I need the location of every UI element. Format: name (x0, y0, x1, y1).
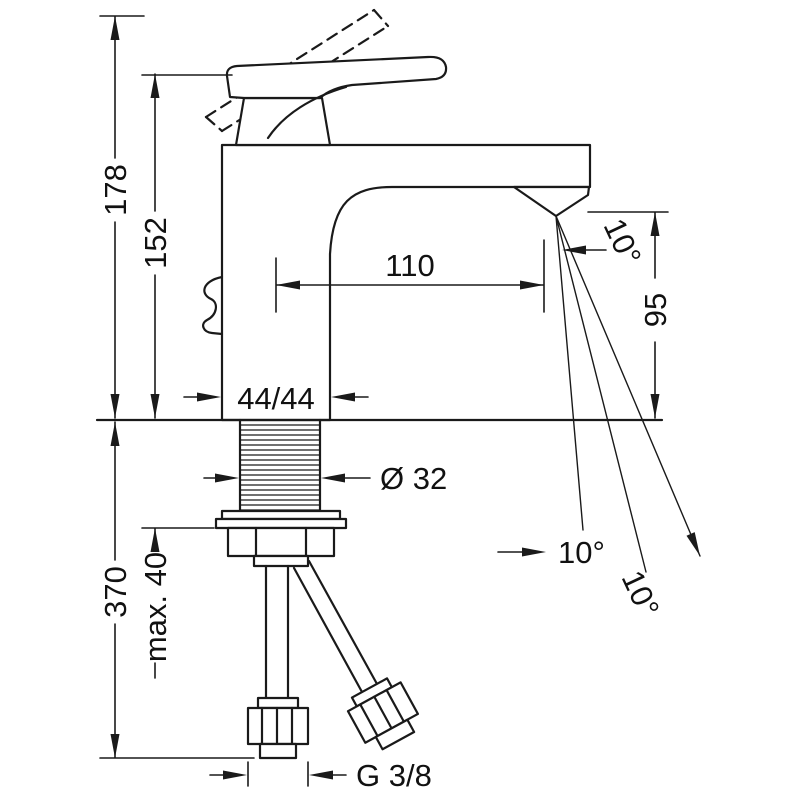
pop-up-rod-hook (202, 275, 224, 336)
dim-body-cross-section: 44/44 (183, 381, 369, 416)
label-stream-angle-top: 10° (597, 213, 649, 270)
dim-stream-angle-mid: 10° (497, 535, 605, 570)
hose-adapter (252, 554, 310, 568)
dim-outlet-height: 95 (587, 211, 673, 419)
label-spout-reach: 110 (385, 248, 434, 283)
threaded-shank (238, 418, 322, 515)
spout-aerator (512, 185, 591, 218)
dim-total-height: 178 (98, 15, 145, 419)
dim-upper-height: 152 (138, 73, 233, 419)
dim-max-mounting-thickness: max. 40 (138, 527, 215, 679)
water-stream-lines (555, 215, 701, 573)
label-below-deck-depth: 370 (98, 566, 133, 618)
label-stream-angle-bottom: 10° (615, 565, 667, 622)
label-body-cross-section: 44/44 (237, 381, 315, 416)
handle-detail-line (266, 85, 348, 140)
dim-spout-reach: 110 (275, 239, 545, 313)
label-max-mounting-thickness: max. 40 (138, 552, 173, 662)
dim-stream-angle-bottom: 10° (615, 565, 667, 622)
label-hose-thread: G 3/8 (356, 758, 432, 793)
hose-connector-straight (246, 696, 310, 760)
stream-direction-arrow (686, 532, 700, 556)
dim-below-deck-depth: 370 (98, 421, 255, 759)
mounting-washer (220, 509, 342, 521)
thread-hatching (240, 424, 320, 511)
mounting-nut (226, 526, 336, 558)
hose-connector-angled (346, 677, 420, 751)
label-stream-angle-mid: 10° (558, 535, 605, 570)
dim-hose-thread: G 3/8 (209, 758, 432, 793)
dim-shank-diameter: Ø 32 (203, 461, 447, 496)
supply-hose-straight (264, 564, 290, 700)
label-shank-diameter: Ø 32 (380, 461, 447, 496)
label-outlet-height: 95 (638, 293, 673, 327)
supply-hose-angled (292, 559, 379, 694)
mounting-flange (214, 517, 348, 530)
handle-lever (225, 55, 448, 100)
label-upper-height: 152 (138, 217, 173, 269)
mounting-hardware (214, 509, 348, 568)
label-total-height: 178 (98, 164, 133, 216)
